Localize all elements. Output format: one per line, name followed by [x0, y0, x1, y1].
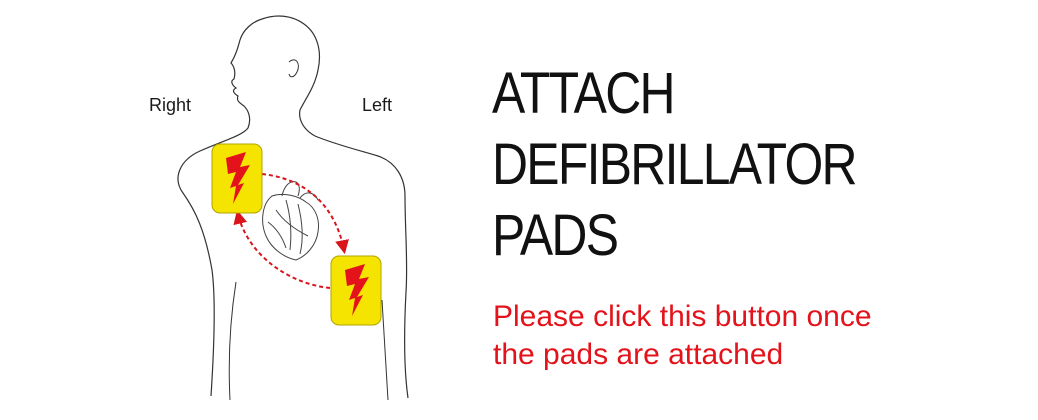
right-arm-crease	[381, 299, 389, 401]
right-side-label: Right	[149, 95, 192, 115]
left-arm-crease	[228, 281, 237, 401]
arrow-icon	[233, 209, 331, 289]
page-title: ATTACH DEFIBRILLATOR PADS	[492, 58, 915, 271]
pad-icon	[330, 255, 382, 326]
lightning-bolt-icon	[345, 264, 369, 316]
left-side-label: Left	[362, 95, 393, 115]
instruction-line[interactable]: Please click this button once	[493, 300, 872, 333]
ear-outline	[288, 59, 299, 78]
lightning-bolt-icon	[226, 152, 250, 204]
heart-icon	[262, 181, 319, 261]
title-line: DEFIBRILLATOR	[492, 132, 858, 197]
title-line: PADS	[492, 203, 619, 268]
chest-pad-placement-illustration	[177, 15, 409, 401]
arrow-icon	[261, 173, 349, 255]
torso-outline	[177, 15, 409, 399]
pad-icon	[211, 143, 263, 214]
title-line: ATTACH	[492, 61, 676, 126]
instruction-text[interactable]: Please click this button once the pads a…	[493, 298, 1013, 374]
instruction-line[interactable]: the pads are attached	[493, 338, 784, 371]
